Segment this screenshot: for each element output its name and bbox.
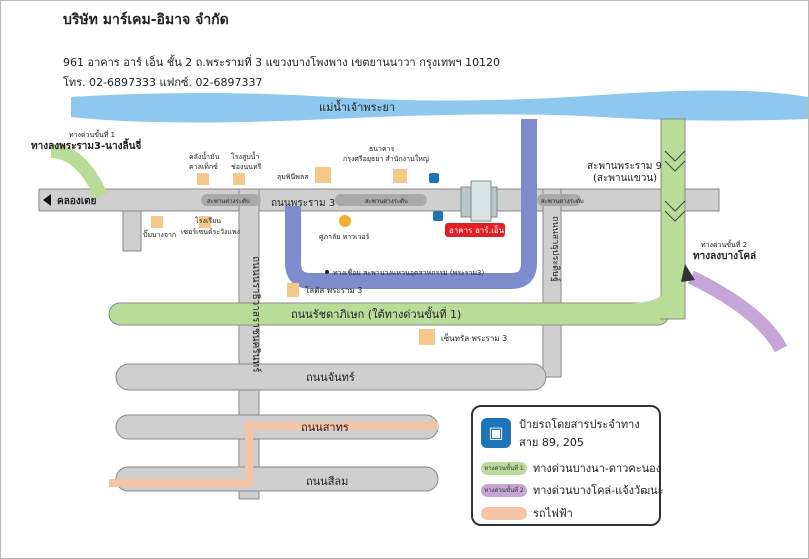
- rn-building-tag: [445, 223, 505, 237]
- sathon-road-label: ถนนสาทร: [301, 421, 349, 434]
- expressway1-ramp: [50, 144, 108, 199]
- legend-bus-text2: สาย 89, 205: [519, 436, 584, 449]
- landmark-central: [419, 329, 435, 345]
- landmark-bangchak: [151, 216, 163, 228]
- pump-station-label: โรงสูบน้ำ: [231, 150, 259, 161]
- sathupradit-label: ถนนสาธุประดิษฐ์: [550, 216, 562, 282]
- company-contact: โทร. 02-6897333 แฟกซ์. 02-6897337: [63, 76, 263, 89]
- oil-depot-label: คลังน้ำมัน: [189, 150, 220, 161]
- chan-road-label: ถนนจันทร์: [306, 371, 355, 384]
- legend-box: ▣ ป้ายรถโดยสารประจำทาง สาย 89, 205 ทางด่…: [471, 405, 664, 526]
- river-label: แม่น้ำเจ้าพระยา: [319, 99, 395, 114]
- skytrain-line: [109, 422, 438, 487]
- legend-skytrain-row: รถไฟฟ้า: [481, 504, 573, 522]
- legend-green-text: ทางด่วนบางนา-ดาวคะนอง: [533, 462, 662, 475]
- rama3-road-label: ถนนพระราม 3: [271, 198, 335, 209]
- overpass-label-2: สะพานต่างระดับ: [365, 198, 408, 205]
- landmark-lumpini: [315, 167, 331, 183]
- ring-link-label: ทางเชื่อม สะพานวงแหวนอุตสาหกรรม (พระราม3…: [333, 268, 484, 277]
- bridge9-label: สะพานพระราม 9: [587, 161, 662, 172]
- overpass-label-1: สะพานต่างระดับ: [207, 198, 250, 205]
- expressway2-label: ทางลงบางโคล่: [693, 249, 756, 262]
- expressway2-ramp: [687, 270, 788, 353]
- landmark-bank: [393, 169, 407, 183]
- expressway1-curve: [620, 294, 678, 324]
- lumpini-label: ลุมพินีพลส: [277, 173, 309, 181]
- legend-bus-row: ▣ ป้ายรถโดยสารประจำทาง สาย 89, 205: [481, 415, 640, 451]
- landmark-lotus: [287, 283, 299, 297]
- legend-purple-text: ทางด่วนบางโคล่-แจ้งวัฒนะ: [533, 484, 664, 497]
- legend-purple-row: ทางด่วนขั้นที่ 2 ทางด่วนบางโคล่-แจ้งวัฒน…: [481, 481, 664, 499]
- legend-bus-text1: ป้ายรถโดยสารประจำทาง: [519, 418, 640, 431]
- central-label: เซ็นทรัล พระราม 3: [441, 333, 507, 343]
- bus-icon: ▣: [481, 418, 511, 448]
- bus-stop-icon: [433, 211, 443, 221]
- overpass-label-3: สะพานต่างระดับ: [541, 198, 584, 205]
- khlong-toei-label: คลองเตย: [57, 196, 97, 207]
- river: [71, 90, 808, 123]
- company-name: บริษัท มาร์เคม-อิมาจ จำกัด: [63, 12, 229, 28]
- landmark-school: [199, 216, 211, 228]
- naradhiwas-label: ถนนนราธิวาสราชนครินทร์: [250, 256, 262, 373]
- legend-green-pill: ทางด่วนขั้นที่ 1: [481, 461, 527, 475]
- rn-building-icon: [460, 180, 498, 222]
- bridge9-alt-label: (สะพานแขวน): [593, 173, 657, 184]
- landmark-oil-depot: [197, 173, 209, 185]
- expressway2-small: ทางด่วนขั้นที่ 2: [701, 238, 747, 249]
- lotus-label: โลตัส พระราม 3: [305, 285, 362, 295]
- industrial-ring-route: [285, 119, 537, 289]
- silom-road-label: ถนนสีลม: [306, 475, 348, 488]
- company-address: 961 อาคาร อาร์ เอ็น ชั้น 2 ถ.พระรามที่ 3…: [63, 56, 501, 69]
- bank-hq-label: กรุงศรีอยุธยา สำนักงานใหญ่: [343, 154, 429, 163]
- school-label: โรงเรียน: [195, 216, 221, 225]
- rn-building-label: อาคาร อาร์.เอ็น: [449, 225, 505, 235]
- bank-label: ธนาคาร: [369, 145, 395, 153]
- bangchak-label: ปั๊มบางจาก: [143, 229, 176, 239]
- legend-skytrain-pill: [481, 506, 527, 520]
- legend-green-row: ทางด่วนขั้นที่ 1 ทางด่วนบางนา-ดาวคะนอง: [481, 459, 661, 477]
- supalai-tower-label: ศูภาลัย ทาวเวอร์: [319, 233, 370, 241]
- expressway1-small: ทางด่วนขั้นที่ 1: [69, 128, 115, 139]
- landmark-supalai-tower: [339, 215, 351, 227]
- chongnonsi-label: ช่องนนทรี: [231, 163, 262, 171]
- legend-purple-pill: ทางด่วนขั้นที่ 2: [481, 483, 527, 497]
- legend-skytrain-text: รถไฟฟ้า: [533, 507, 573, 520]
- school-name-label: เซอร์เซนต์ระวังแพง: [181, 228, 240, 236]
- ratchadaphisek-label: ถนนรัชดาภิเษก (ใต้ทางด่วนขั้นที่ 1): [291, 306, 461, 321]
- sathupradit-road: [542, 188, 562, 378]
- landmark-pump-station: [233, 173, 245, 185]
- expressway1-label: ทางลงพระราม3-นางลิ้นจี่: [31, 138, 141, 152]
- chuea-phloeng-road: [122, 210, 142, 252]
- chan-road-shape: [115, 363, 547, 391]
- kaltex-label: คาลเท็กซ์: [189, 162, 218, 171]
- bus-stop-icon: [429, 173, 439, 183]
